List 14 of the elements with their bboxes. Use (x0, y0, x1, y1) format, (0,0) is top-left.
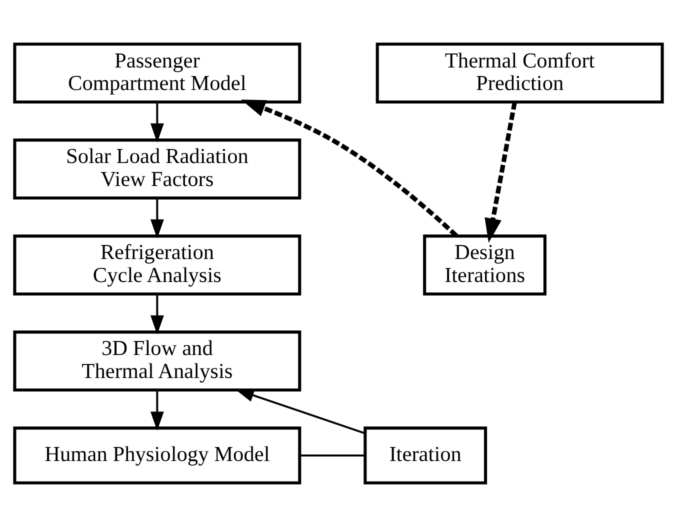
node-box: Solar Load Radiation View Factors (13, 138, 302, 200)
node-box: Thermal Comfort Prediction (376, 42, 664, 104)
node-box: Refrigeration Cycle Analysis (13, 234, 302, 296)
node-box: Design Iterations (423, 234, 546, 296)
arrow (484, 102, 517, 243)
node-box: Human Physiology Model (13, 426, 302, 484)
node-box: Passenger Compartment Model (13, 42, 302, 104)
arrow (150, 390, 164, 431)
arrow (150, 102, 164, 143)
connector (300, 454, 365, 456)
node-box: 3D Flow and Thermal Analysis (13, 330, 302, 392)
arrow (150, 198, 164, 239)
node-box: Iteration (364, 426, 488, 484)
arrow (150, 294, 164, 335)
